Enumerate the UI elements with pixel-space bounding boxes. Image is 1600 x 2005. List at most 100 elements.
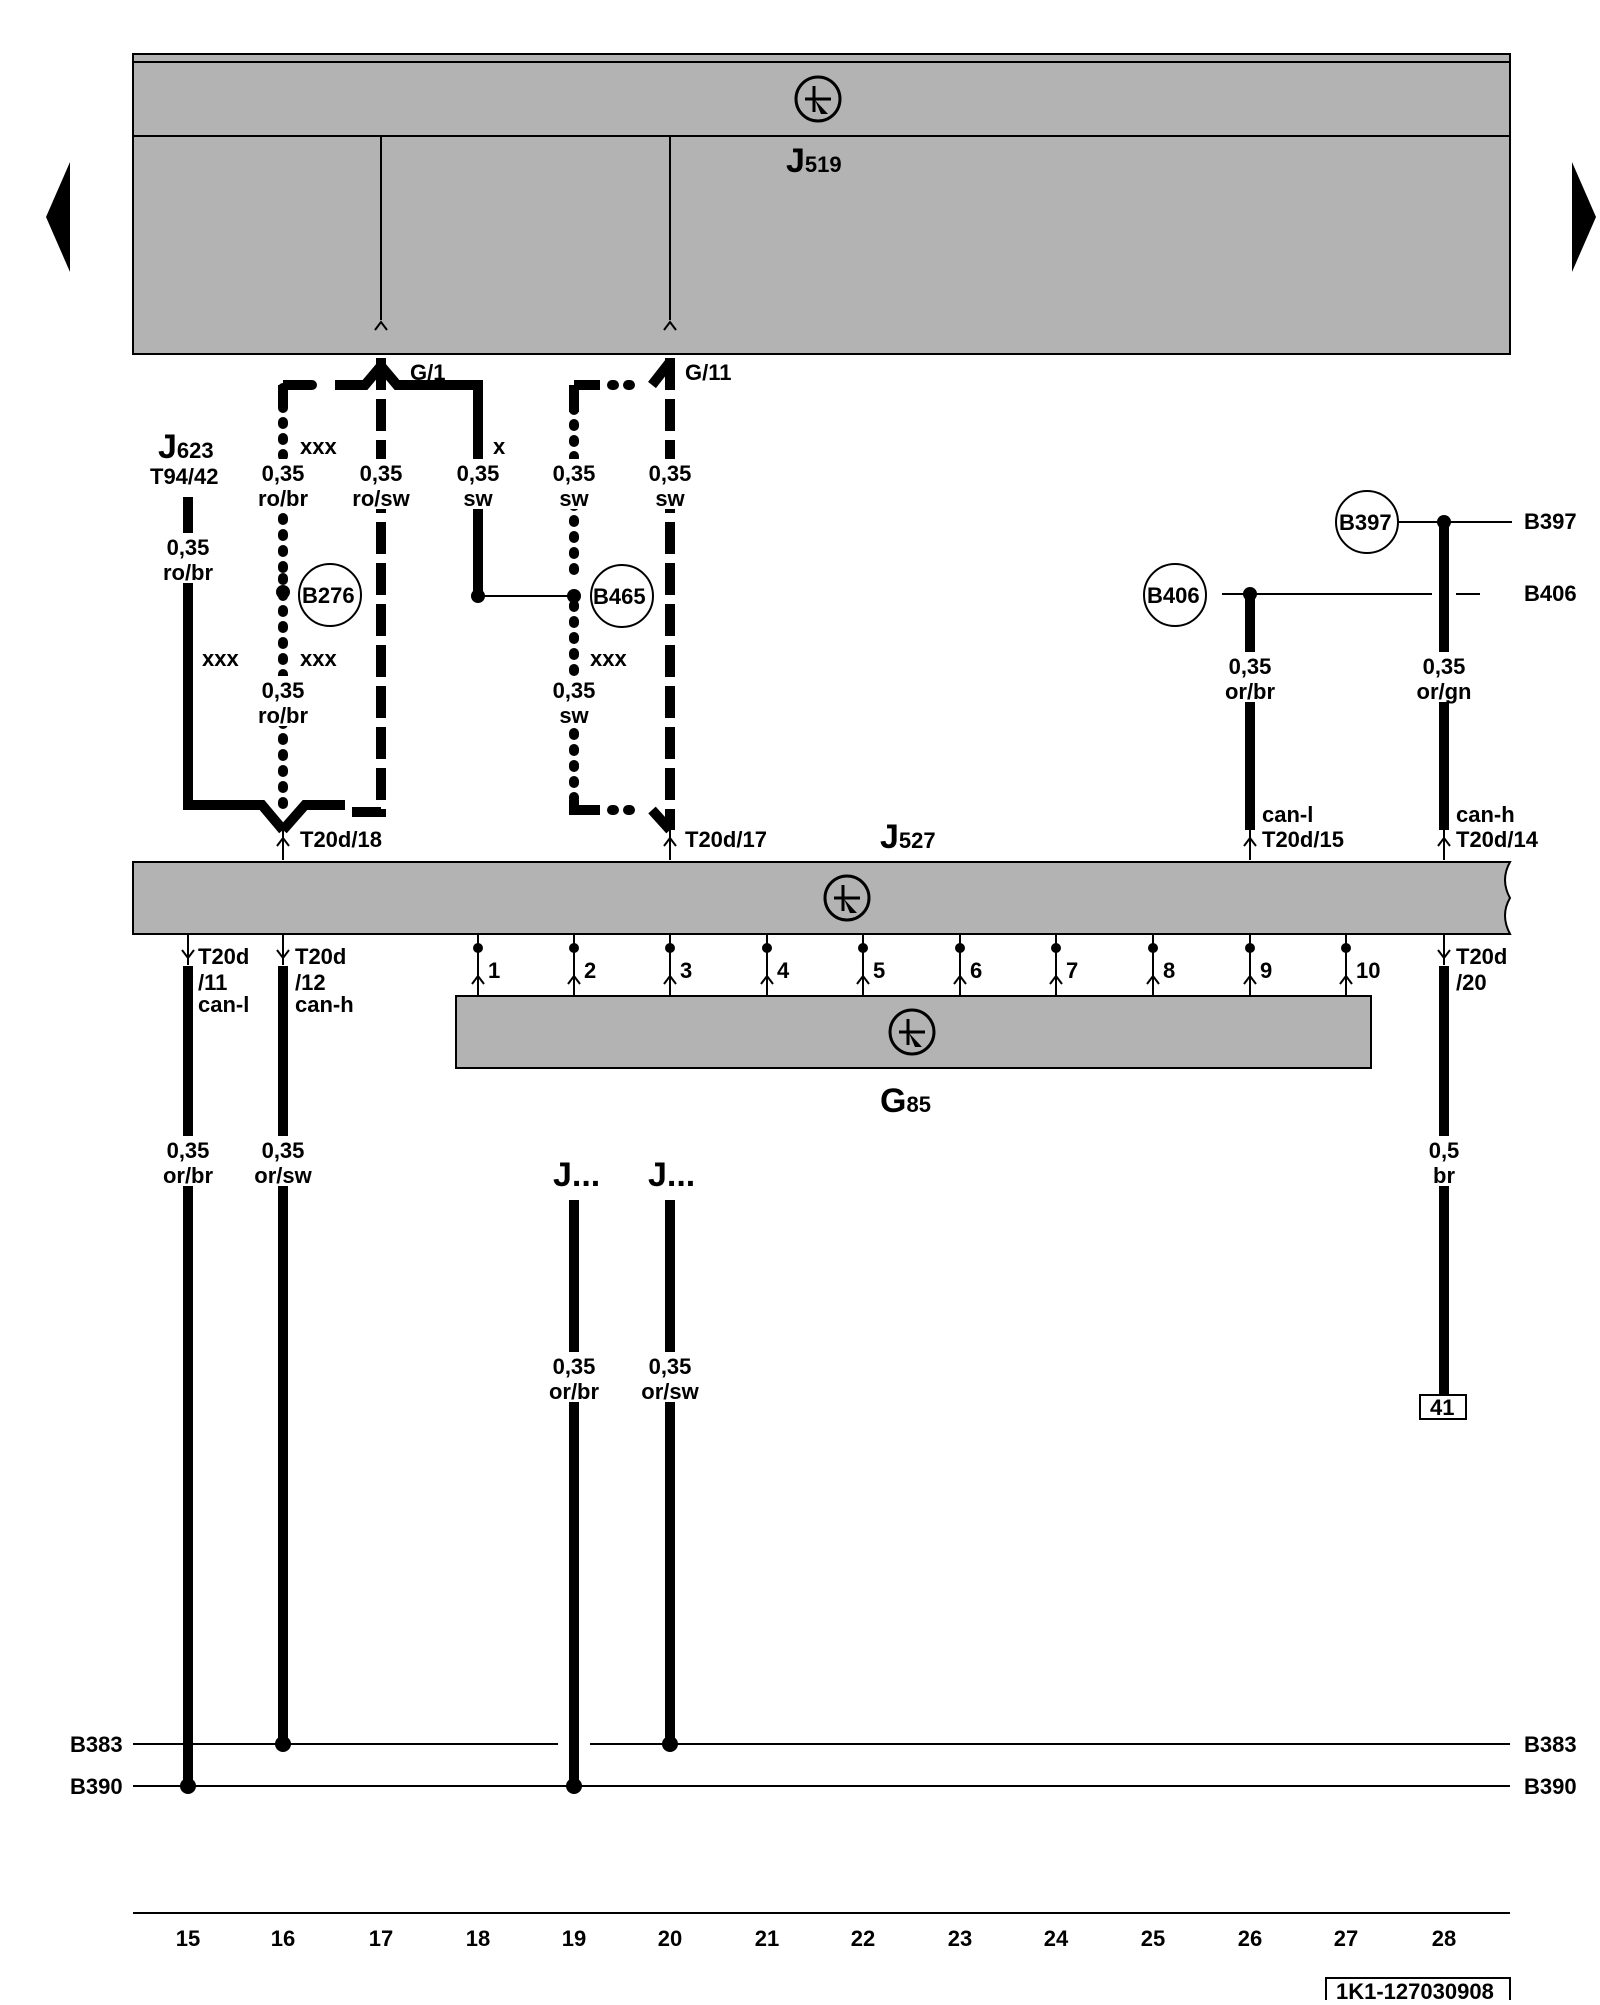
module-j623: J623 T94/42 <box>150 428 219 489</box>
column-number: 18 <box>466 1926 490 1951</box>
g85-pin-dot <box>569 943 579 953</box>
ellipsis-label-19: J... <box>553 1156 600 1194</box>
svg-text:1K1-127030908: 1K1-127030908 <box>1336 1979 1494 2000</box>
wire-label-background <box>347 459 415 509</box>
j519-number: 519 <box>805 152 842 177</box>
column-number: 21 <box>755 1926 779 1951</box>
g85-pin-arrow <box>856 974 870 985</box>
j519-letter: J <box>786 142 805 180</box>
j527-number: 527 <box>899 828 936 853</box>
wire-color-w_16_lower: ro/br <box>258 703 309 728</box>
wire-label-background <box>154 533 222 583</box>
wire-gauge-w_19_bottom: 0,35 <box>553 1354 596 1379</box>
wire-color-w_19_lower: sw <box>559 703 589 728</box>
wire-flag-w_19_lower: xxx <box>590 646 627 671</box>
wire-gauge-w_20_upper: 0,35 <box>649 461 692 486</box>
pin-g11: G/11 <box>685 360 731 385</box>
wire-gauge-w_28_lower: 0,5 <box>1429 1138 1460 1163</box>
j527-letter: J <box>880 818 899 856</box>
svg-text:B276: B276 <box>302 583 355 608</box>
column-number: 25 <box>1141 1926 1165 1951</box>
g85-letter: G <box>880 1082 906 1120</box>
module-j527: J527 <box>132 818 1512 935</box>
wire-label-background <box>249 676 317 726</box>
g85-pin-arrow <box>1146 974 1160 985</box>
svg-text:J527: J527 <box>880 818 936 856</box>
pin-t20d15: T20d/15 <box>1262 827 1344 852</box>
electronic-component-icon <box>823 874 871 922</box>
ellipsis-label-20: J... <box>648 1156 695 1194</box>
wire-gauge-w_19_lower: 0,35 <box>553 678 596 703</box>
wire-color-w_28_upper: or/gn <box>1417 679 1472 704</box>
column-number: 17 <box>369 1926 393 1951</box>
g85-pin-arrow <box>760 974 774 985</box>
wire-label-background <box>154 1136 222 1186</box>
drawing-id-box: 1K1-127030908 <box>1325 1977 1511 2005</box>
svg-text:B397: B397 <box>1339 510 1392 535</box>
column-number: 15 <box>176 1926 200 1951</box>
wire-flag-w_18: x <box>493 434 506 459</box>
wire-color-w_28_lower: br <box>1433 1163 1455 1188</box>
wire-gauge-w_19_upper: 0,35 <box>553 461 596 486</box>
column-number: 26 <box>1238 1926 1262 1951</box>
svg-text:41: 41 <box>1430 1395 1454 1420</box>
g85-pin-dot <box>1051 943 1061 953</box>
connector-b276: B276 <box>298 563 362 627</box>
next-page-arrow[interactable] <box>1572 162 1596 272</box>
wire-labels: 0,35ro/br0,35ro/br0,35ro/sw0,35sw0,35sw0… <box>154 434 1478 1404</box>
wire-label-background <box>540 676 608 726</box>
pin-can-l-15: can-l <box>198 992 249 1017</box>
column-number: 28 <box>1432 1926 1456 1951</box>
bus-label-b383-left: B383 <box>70 1732 123 1757</box>
g85-pin-dot <box>1341 943 1351 953</box>
wire-color-w_18: sw <box>463 486 493 511</box>
pin-t20d12-b: /12 <box>295 970 326 995</box>
wire-label-background <box>444 459 512 509</box>
wire-label-background <box>540 1352 608 1402</box>
svg-text:B406: B406 <box>1147 583 1200 608</box>
g85-pin-dot <box>858 943 868 953</box>
bus-label-b390-left: B390 <box>70 1774 123 1799</box>
g85-pin-label: 7 <box>1066 958 1078 983</box>
g85-pin-label: 9 <box>1260 958 1272 983</box>
g85-pin-arrow <box>1049 974 1063 985</box>
wire-color-w_19_upper: sw <box>559 486 589 511</box>
module-j519: J519 <box>132 53 1511 355</box>
column-number: 19 <box>562 1926 586 1951</box>
wire-gauge-w_28_upper: 0,35 <box>1423 654 1466 679</box>
pin-t20d11-b: /11 <box>198 970 227 995</box>
pin-can-h-28: can-h <box>1456 802 1515 827</box>
reference-box: 41 <box>1419 1394 1467 1420</box>
electronic-component-icon <box>794 75 842 123</box>
j623-pin: T94/42 <box>150 464 219 489</box>
wire-color-w_15: or/br <box>163 1163 214 1188</box>
column-number: 27 <box>1334 1926 1358 1951</box>
pin-t20d20-b: /20 <box>1456 970 1487 995</box>
g85-pin-arrow <box>1243 974 1257 985</box>
g85-pin-label: 3 <box>680 958 692 983</box>
pin-can-l-26: can-l <box>1262 802 1313 827</box>
j623-letter: J <box>158 428 177 466</box>
g85-pin-label: 10 <box>1356 958 1380 983</box>
bus-label-b397: B397 <box>1524 509 1577 534</box>
g85-pin-dot <box>1245 943 1255 953</box>
svg-text:B465: B465 <box>593 584 646 609</box>
svg-text:G85: G85 <box>880 1082 931 1120</box>
column-number: 20 <box>658 1926 682 1951</box>
connector-b465: B465 <box>590 564 654 628</box>
connector-b397: B397 <box>1335 490 1399 554</box>
wire-label-background <box>249 1136 317 1186</box>
wire-flag-w_16_lower: xxx <box>300 646 337 671</box>
wire-label-background <box>636 459 704 509</box>
g85-pin-label: 2 <box>584 958 596 983</box>
prev-page-arrow[interactable] <box>46 162 70 272</box>
wire-color-w_16_upper: ro/br <box>258 486 309 511</box>
wire-gauge-w_16_lower: 0,35 <box>262 678 305 703</box>
column-number: 24 <box>1044 1926 1069 1951</box>
wire-label-background <box>1410 652 1478 702</box>
wire-color-w_20_bottom: or/sw <box>641 1379 699 1404</box>
wire-color-w_20_upper: sw <box>655 486 685 511</box>
wire-gauge-w_j623: 0,35 <box>167 535 210 560</box>
svg-text:J623: J623 <box>158 428 214 466</box>
